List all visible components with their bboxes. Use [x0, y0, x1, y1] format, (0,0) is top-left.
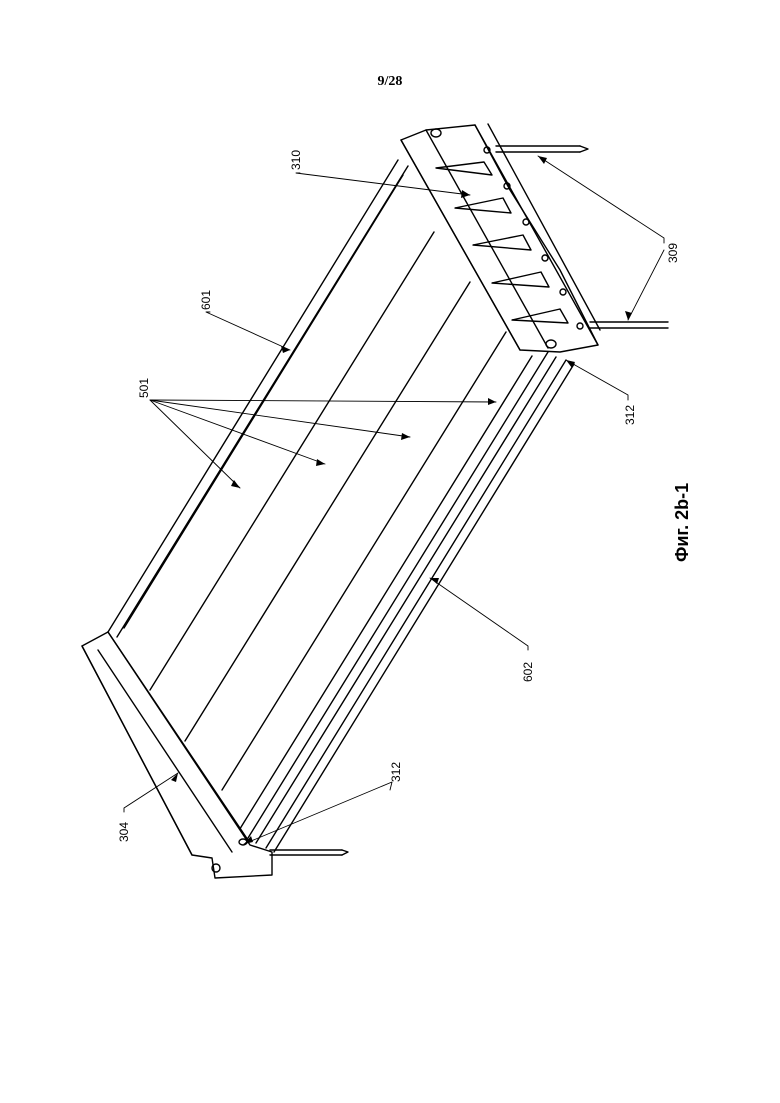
label-310: 310	[289, 150, 303, 170]
upper-rail	[108, 160, 408, 637]
stake-left	[270, 850, 348, 855]
label-501: 501	[137, 378, 151, 398]
label-304: 304	[117, 822, 131, 842]
stake-bottom	[590, 322, 668, 328]
label-309: 309	[666, 243, 680, 263]
label-312-bottom: 312	[389, 762, 403, 782]
lower-rail	[238, 352, 574, 852]
label-312-top: 312	[623, 405, 637, 425]
label-602: 602	[521, 662, 535, 682]
stake-top	[496, 146, 588, 152]
label-601: 601	[199, 290, 213, 310]
panel-dividers	[150, 232, 506, 790]
leader-lines	[124, 156, 664, 844]
figure-caption: Фиг. 2b-1	[672, 483, 692, 562]
